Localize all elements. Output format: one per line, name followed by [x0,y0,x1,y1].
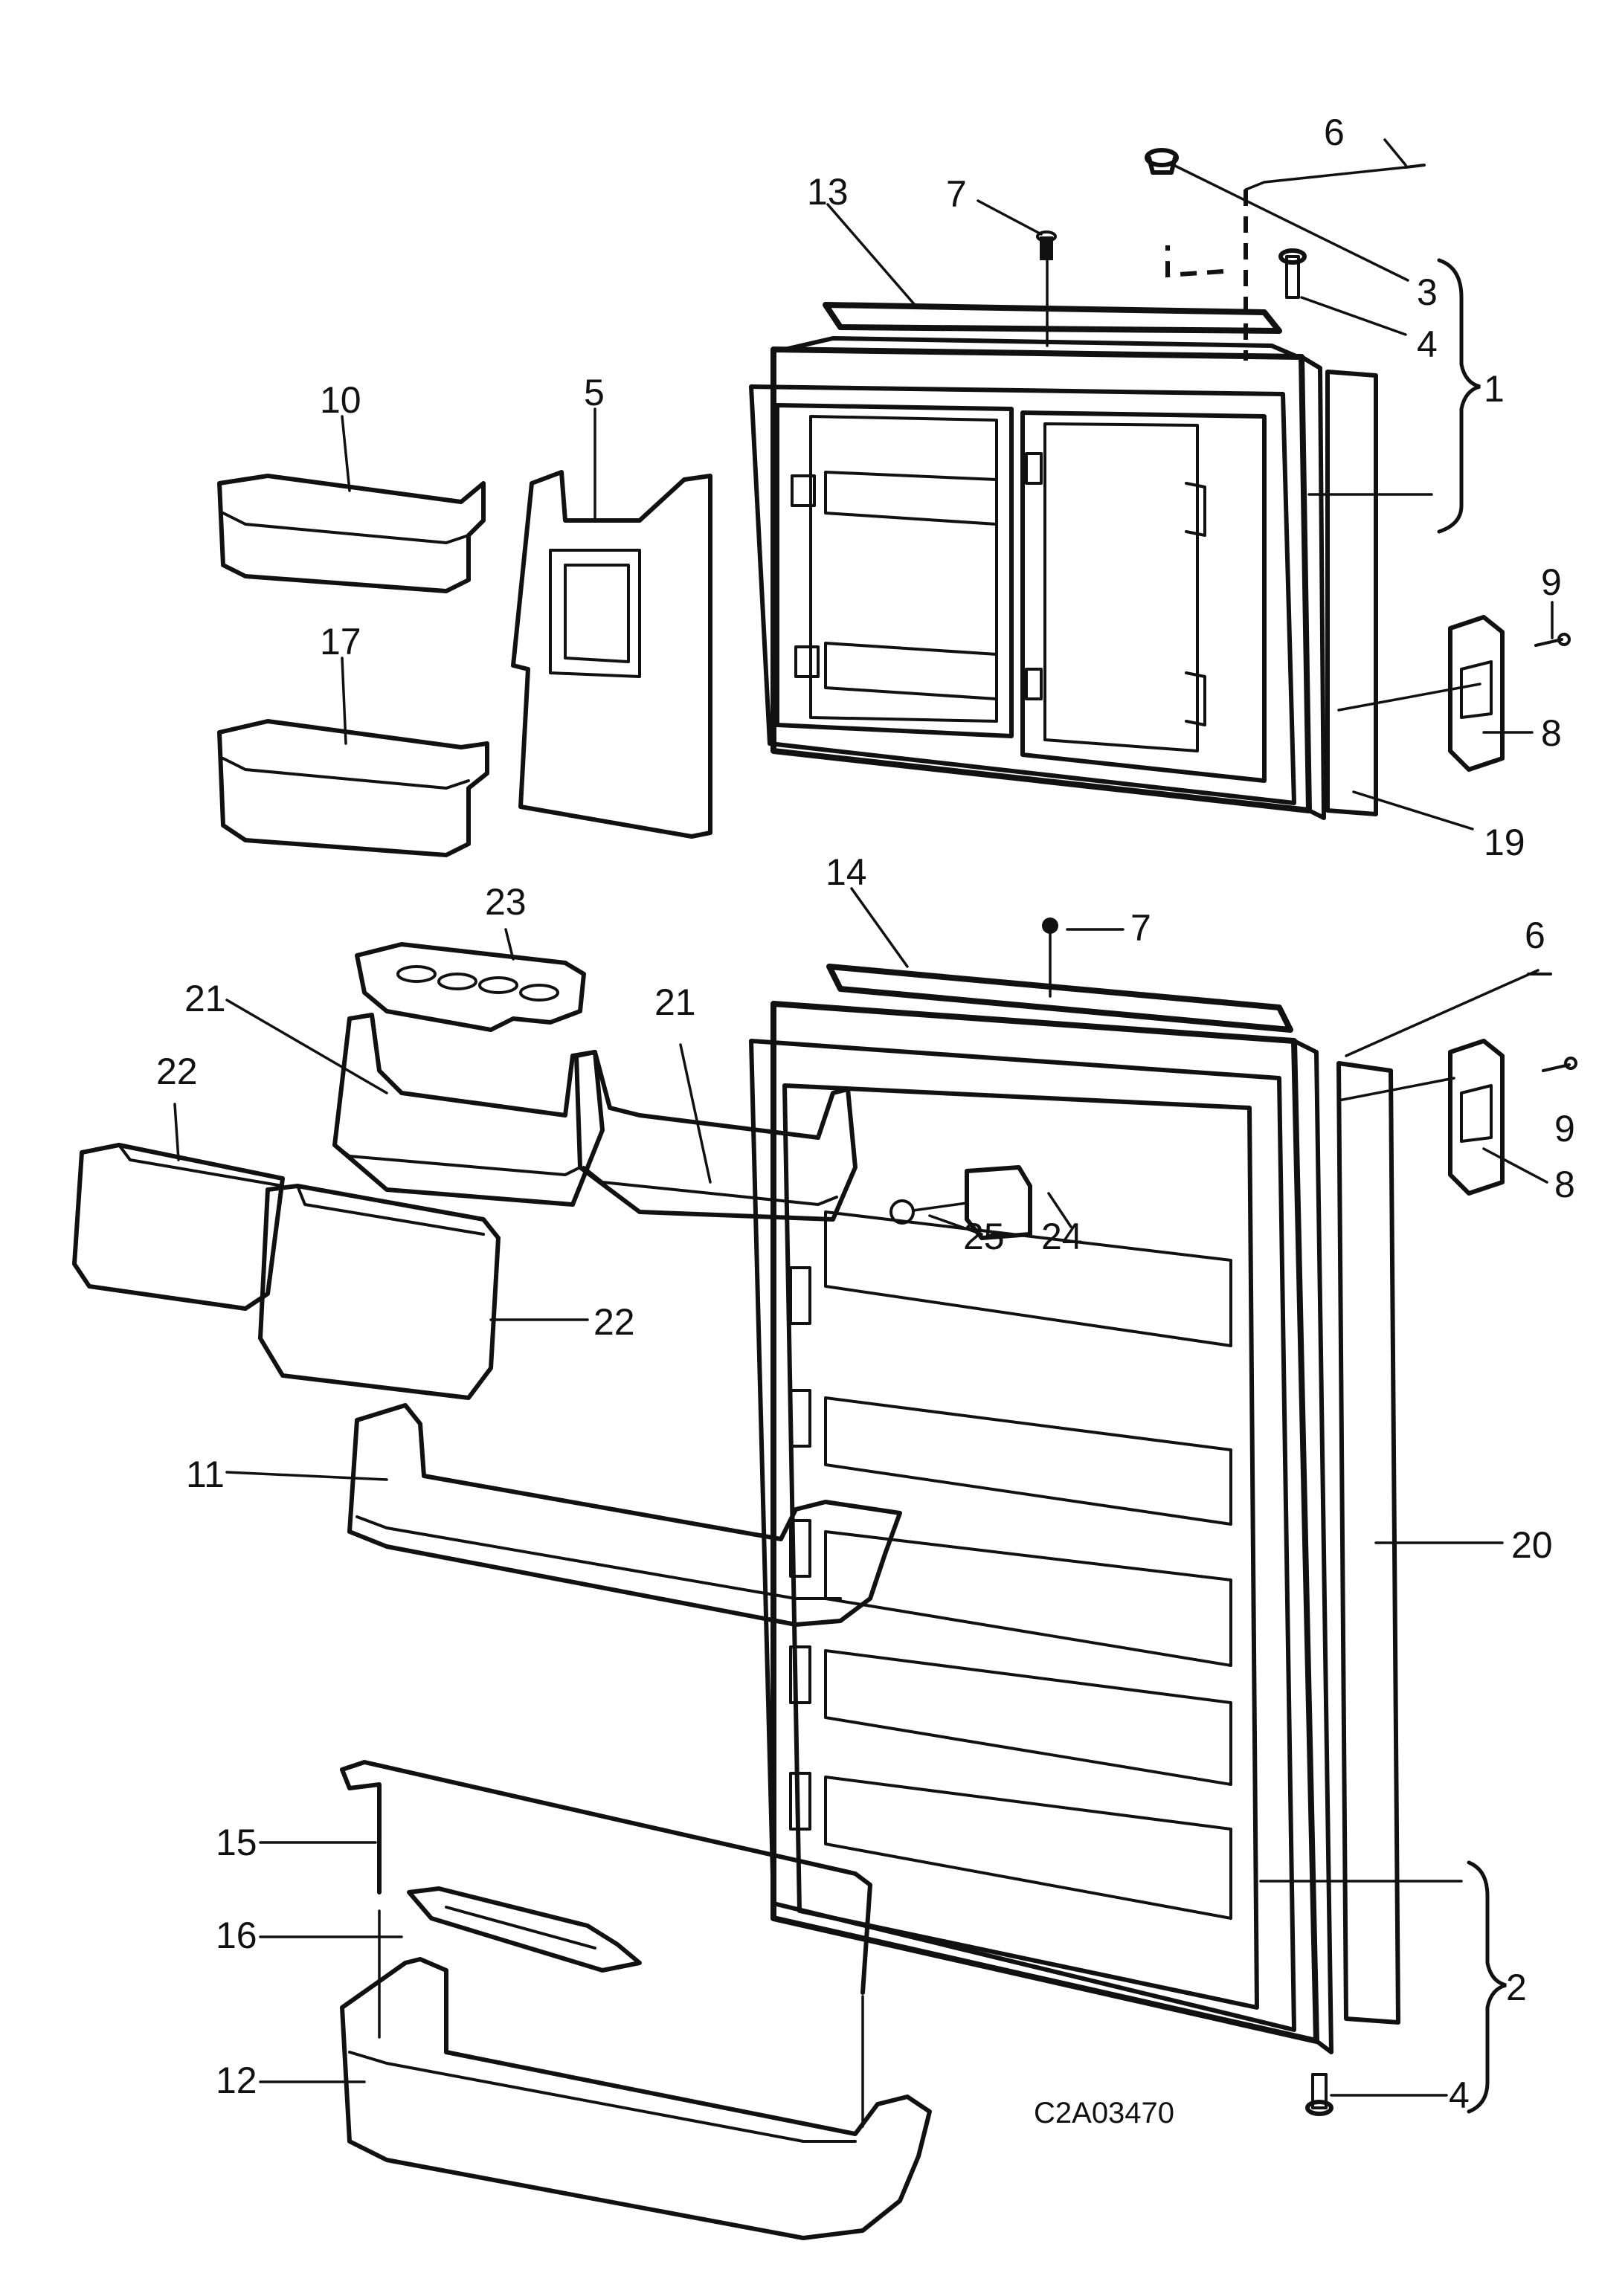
label-13: 13 [807,171,849,213]
label-21-left: 21 [184,978,226,1019]
label-14: 14 [826,851,867,893]
label-24: 24 [1041,1216,1083,1257]
label-16: 16 [216,1915,257,1956]
label-7: 7 [946,173,967,215]
label-17: 17 [320,621,361,662]
label-10: 10 [320,379,361,421]
label-4: 4 [1417,323,1438,365]
label-20: 20 [1511,1524,1553,1566]
label-22-left: 22 [156,1051,198,1092]
brace-assembly-1 [1437,258,1481,534]
fresh-food-door-assembly [749,964,1400,2054]
label-8-lower: 8 [1554,1164,1575,1205]
label-9-lower: 9 [1554,1108,1575,1149]
label-7-lower: 7 [1130,907,1151,949]
label-5: 5 [584,372,605,413]
label-3: 3 [1417,271,1438,313]
label-21-right: 21 [654,981,696,1023]
label-15: 15 [216,1822,257,1863]
label-19: 19 [1484,822,1525,863]
leader-lines [173,138,1554,2097]
label-23: 23 [485,881,527,923]
drawing-code: C2A03470 [1034,2097,1174,2129]
part-labels: 6 7 13 3 4 1 10 5 9 17 8 19 14 23 7 6 21… [156,112,1575,2129]
label-8: 8 [1541,712,1562,754]
label-25: 25 [963,1216,1005,1257]
label-6-lower: 6 [1525,915,1545,956]
label-2: 2 [1506,1967,1527,2008]
label-1: 1 [1484,368,1505,410]
fresh-food-hardware [1042,918,1577,2116]
label-12: 12 [216,2060,257,2101]
upper-bins [217,470,712,857]
label-9: 9 [1541,561,1562,603]
label-22-right: 22 [593,1301,635,1343]
freezer-hardware [1036,148,1571,772]
freezer-door-assembly [749,302,1378,820]
lower-bins [72,942,932,2240]
brace-assembly-2 [1467,1860,1507,2114]
label-11: 11 [186,1454,225,1495]
label-4-lower: 4 [1449,2074,1470,2116]
label-6: 6 [1324,112,1345,153]
